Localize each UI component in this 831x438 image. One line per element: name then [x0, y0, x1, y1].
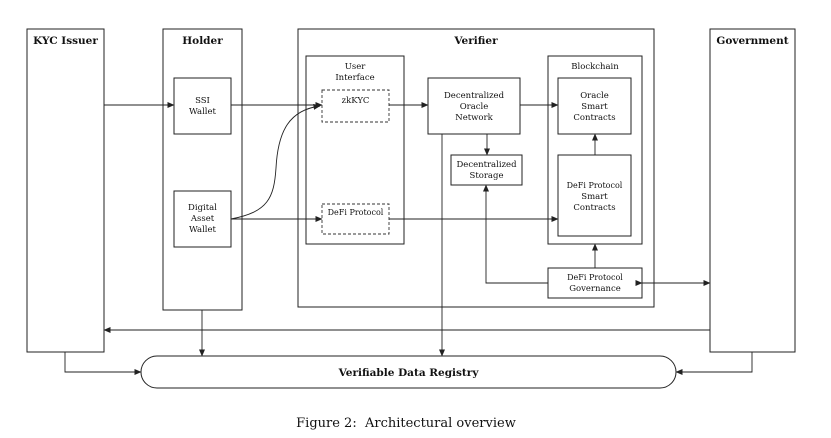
oracle-network-label-2: Oracle [460, 102, 489, 112]
kyc-issuer-title: KYC Issuer [33, 35, 98, 47]
arrow-kyc-issuer-to-registry [64, 352, 142, 375]
defi-smart-contracts-box [557, 154, 632, 237]
registry-label: Verifiable Data Registry [338, 367, 480, 379]
oracle-network-box [427, 77, 521, 135]
oracle-network-label-3: Network [455, 113, 493, 123]
blockchain-label: Blockchain [571, 62, 619, 72]
government-title: Government [716, 35, 788, 47]
governance-label-2: Governance [569, 284, 621, 294]
verifier-title: Verifier [453, 35, 498, 47]
defi-governance-box [547, 267, 643, 299]
governance-label-1: DeFi Protocol [567, 273, 623, 282]
defi-contracts-label-2: Smart [581, 192, 608, 202]
defi-contracts-label-3: Contracts [573, 203, 615, 213]
defi-protocol-box [321, 203, 390, 235]
oracle-network-label-1: Decentralized [444, 91, 505, 101]
oracle-contracts-label-1: Oracle [580, 91, 609, 101]
government-lane [709, 28, 796, 353]
storage-label-2: Storage [470, 171, 504, 181]
defi-contracts-label-1: DeFi Protocol [567, 181, 623, 190]
zkkyc-box [321, 89, 390, 123]
oracle-contracts-label-3: Contracts [573, 113, 615, 123]
curve-asset-wallet-to-zkkyc [230, 103, 321, 220]
arrow-governance-to-storage [483, 184, 548, 284]
oracle-contracts-label-2: Smart [581, 102, 608, 112]
user-interface-label-2: Interface [335, 73, 374, 83]
zkkyc-label: zkKYC [342, 96, 370, 106]
ssi-wallet-box [173, 77, 232, 135]
holder-lane [162, 28, 243, 311]
storage-label-1: Decentralized [456, 160, 517, 170]
ssi-wallet-label-1: SSI [195, 96, 210, 106]
ssi-wallet-label-2: Wallet [189, 107, 217, 117]
user-interface-label-1: User [345, 62, 367, 72]
digital-asset-wallet-label-1: Digital [188, 203, 217, 213]
digital-asset-wallet-label-3: Wallet [189, 225, 217, 235]
oracle-smart-contracts-box [557, 77, 632, 135]
digital-asset-wallet-box [173, 190, 232, 248]
figure-caption: Figure 2: Architectural overview [296, 416, 516, 431]
digital-asset-wallet-label-2: Asset [190, 214, 215, 224]
holder-title: Holder [182, 35, 223, 47]
arrow-government-to-registry [675, 352, 753, 375]
kyc-issuer-lane [26, 28, 105, 353]
defi-protocol-label: DeFi Protocol [328, 208, 384, 217]
